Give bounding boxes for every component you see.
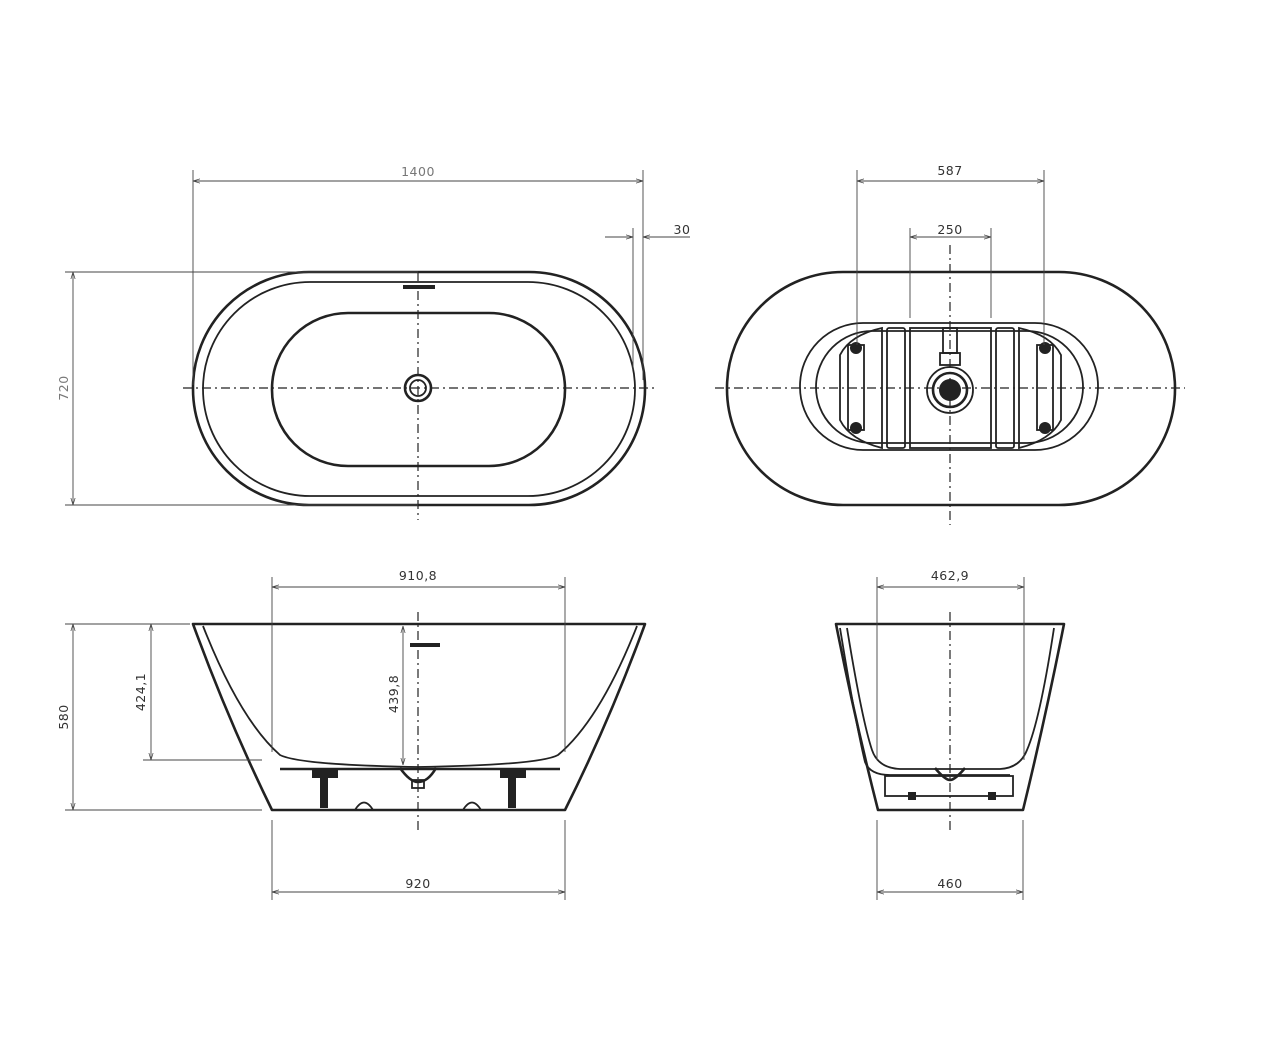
label-width: 720 (56, 375, 71, 400)
label-base-width: 460 (937, 876, 962, 891)
label-inner: 250 (937, 222, 962, 237)
label-rim: 30 (674, 222, 691, 237)
front-view: 462,9 460 (834, 568, 1066, 900)
bottom-view: 587 250 (715, 163, 1185, 525)
label-length: 1400 (401, 164, 435, 179)
tub-inner-rim (202, 281, 636, 497)
label-outer: 587 (937, 163, 962, 178)
label-overflow-depth: 439,8 (386, 675, 401, 713)
label-inner-width: 462,9 (931, 568, 969, 583)
feet (312, 767, 526, 811)
label-base-length: 920 (405, 876, 430, 891)
overflow (403, 285, 435, 289)
label-height: 580 (56, 704, 71, 729)
side-view: 910,8 580 424,1 439,8 920 (56, 568, 647, 900)
top-view: 1400 30 720 (56, 164, 690, 520)
label-inner-length: 910,8 (399, 568, 437, 583)
drain-icon (939, 379, 961, 401)
label-inner-depth: 424,1 (133, 673, 148, 711)
